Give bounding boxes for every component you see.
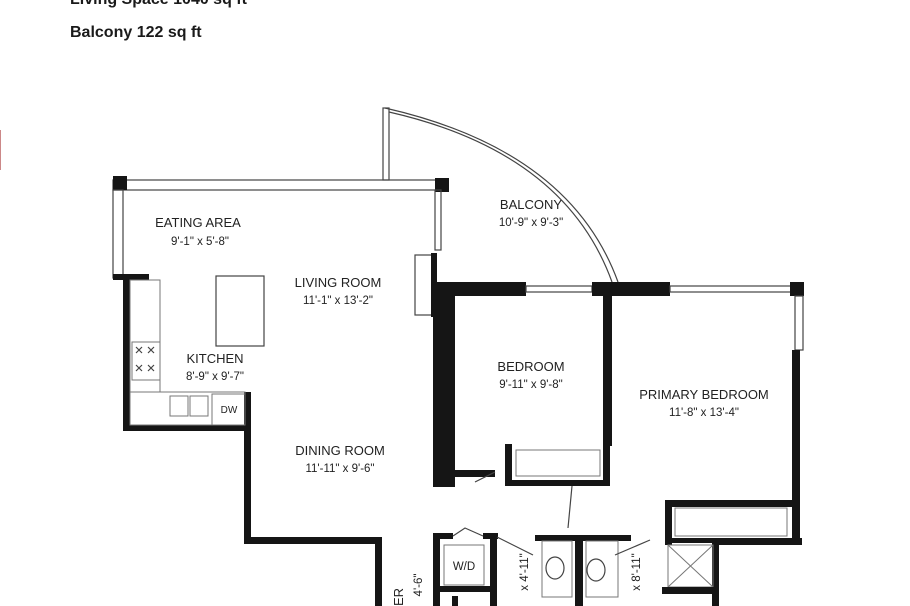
kitchen-fixtures: DW W/D	[129, 275, 475, 573]
room-dims: 11'-11" x 9'-6"	[305, 463, 374, 475]
dishwasher-label: DW	[221, 405, 238, 416]
bath-dims: x 4'-11"	[519, 553, 531, 590]
room-dims: 11'-8" x 13'-4"	[669, 407, 739, 419]
stove-icon	[131, 341, 161, 381]
room-name: BALCONY	[500, 197, 562, 212]
page-edge-mark	[0, 130, 1, 170]
room-name: LIVING ROOM	[295, 275, 382, 290]
foyer-dims: 4'-6"	[413, 574, 425, 597]
sink-icon	[169, 395, 189, 417]
room-name: DINING ROOM	[295, 443, 385, 458]
room-dims: 8'-9" x 9'-7"	[186, 371, 244, 383]
room-name: KITCHEN	[186, 351, 243, 366]
exterior-walls	[112, 176, 804, 606]
room-name: BEDROOM	[497, 359, 564, 374]
ensuite-dims: x 8'-11"	[631, 553, 643, 590]
burner-icon	[135, 346, 155, 372]
living-space-area: Living Space 1040 sq ft	[70, 0, 247, 9]
room-name: EATING AREA	[155, 215, 241, 230]
washer-dryer-label: W/D	[453, 561, 475, 573]
foyer-name-partial: ER	[391, 588, 406, 606]
balcony-outline	[382, 107, 619, 283]
sink-icon	[545, 556, 565, 580]
sink-icon	[586, 558, 606, 582]
room-dims: 11'-1" x 13'-2"	[303, 295, 373, 307]
room-dims: 9'-1" x 5'-8"	[171, 236, 229, 248]
room-dims: 9'-11" x 9'-8"	[499, 379, 562, 391]
balcony-area: Balcony 122 sq ft	[70, 24, 202, 41]
dishwasher	[211, 393, 246, 426]
room-name: PRIMARY BEDROOM	[639, 387, 769, 402]
room-dims: 10'-9" x 9'-3"	[499, 217, 563, 229]
kitchen-island	[215, 275, 265, 347]
